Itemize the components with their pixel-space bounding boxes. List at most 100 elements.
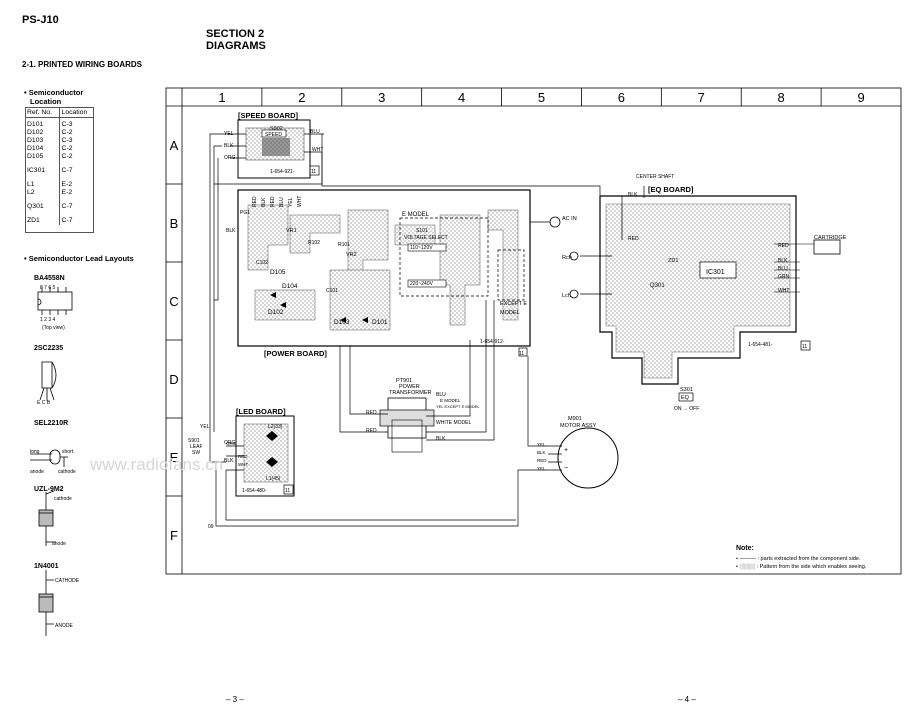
c101-label: C101 <box>326 288 338 294</box>
speed-board <box>230 119 324 179</box>
led-board <box>226 415 295 497</box>
grid-column-label: 1 <box>218 90 225 105</box>
led-board-title: [LED BOARD] <box>236 407 286 416</box>
grid-column-label: 8 <box>778 90 785 105</box>
eq-wire-red: RED <box>778 243 789 249</box>
zd1-label: ZD1 <box>668 258 678 264</box>
except-e-label: EXCEPT E <box>500 301 527 307</box>
location-value: E-2 <box>61 181 73 188</box>
ref-cell: IC301 <box>25 161 60 175</box>
ref-cell: ZD1 <box>25 211 60 225</box>
pg1-pin-label: YEL <box>288 197 294 207</box>
model-name: PS-J10 <box>22 14 59 26</box>
motor-wire-yel: YEL <box>537 442 546 447</box>
page-number-left: – 3 – <box>226 695 244 704</box>
location-group: IC301 C-7 <box>25 161 94 175</box>
part-1n4001: 1N4001 <box>34 563 59 570</box>
grid-row-label: C <box>169 294 178 309</box>
ba4558n-view-note: (Top view) <box>42 325 65 331</box>
section-subtitle: DIAGRAMS <box>206 40 266 52</box>
transformer-yel-except: YEL EXCEPT E MODEL <box>436 404 480 409</box>
vr2-label: VR2 <box>346 252 357 258</box>
motor-wire-blk: BLK <box>537 450 546 455</box>
ref-no: L1 <box>27 181 35 188</box>
grid-column-label: 5 <box>538 90 545 105</box>
note-line-1: • ——— : parts extracted from the compone… <box>736 556 861 562</box>
e-model-label: E MODEL <box>402 212 430 218</box>
eq-board-title: [EQ BOARD] <box>648 185 694 194</box>
part-ba4558n: BA4558N <box>34 275 65 282</box>
voltage-select-label: VOLTAGE SELECT <box>404 235 448 241</box>
speed-switch-label: SPEED <box>265 132 282 138</box>
location-value: E-2 <box>61 189 73 196</box>
svg-text:−: − <box>564 465 568 472</box>
transformer-e-model: E MODEL <box>440 398 461 403</box>
pg1-pin-label: RED <box>252 196 258 207</box>
motor-wire-yel2: YEL <box>537 466 546 471</box>
1n4001-anode: ANODE <box>55 623 73 629</box>
location-value: C-2 <box>61 145 73 152</box>
s901-label: S901 <box>188 438 200 444</box>
diode-icon <box>38 570 54 636</box>
location-value: C-2 <box>61 129 73 136</box>
motor-assy-label: MOTOR ASSY <box>560 423 597 429</box>
zener-icon <box>38 490 56 546</box>
transformer-blu: BLU <box>436 392 446 398</box>
rch-label: Rch <box>562 255 572 261</box>
ref-no: IC301 <box>27 167 46 174</box>
led-board-sub: 11 <box>285 488 290 494</box>
misc-label: 09 <box>208 524 214 530</box>
pg1-pin-label: RED <box>270 196 276 207</box>
grid-row-label: B <box>170 216 179 231</box>
pg1-pin-label: WHT <box>297 196 303 207</box>
pt901-label: PT901 <box>396 378 412 384</box>
ac-in-label: AC IN <box>562 216 577 222</box>
leaf-wire-blk: BLK <box>224 458 234 464</box>
q301-label: Q301 <box>650 283 665 289</box>
voltage-110-label: 110~120V <box>410 245 433 251</box>
transformer-line1: POWER <box>399 384 420 390</box>
note-line-2: • ░░░░ : Pattern from the side which ena… <box>736 563 867 570</box>
part-uzl-9m2: UZL-9M2 <box>34 486 64 493</box>
page-number-right: – 4 – <box>678 695 696 704</box>
speed-wire-blk: BLK <box>224 143 234 149</box>
speed-wire-blu: BLU <box>310 129 320 135</box>
lch-label: Lch <box>562 293 571 299</box>
d101-label: D101 <box>372 319 388 326</box>
m901-label: M901 <box>568 416 582 422</box>
subsection-title: 2-1. PRINTED WIRING BOARDS <box>22 60 143 69</box>
watermark: www.radiofans.cn <box>89 455 223 474</box>
location-value: C-7 <box>61 217 73 224</box>
note-title: Note: <box>736 545 754 552</box>
grid-column-label: 7 <box>698 90 705 105</box>
ref-no: ZD1 <box>27 217 40 224</box>
eq-board <box>569 186 841 402</box>
led-board-part-no: 1-654-480- <box>242 488 267 494</box>
2sc2235-pins: E C B <box>37 400 51 406</box>
leaf-wire-org: ORG <box>224 440 236 446</box>
sw-label: SW <box>192 450 200 456</box>
lead-layout-drawings <box>30 287 73 636</box>
leaf-wire-yel: YEL <box>200 424 210 430</box>
sel-anode: anode <box>30 469 44 475</box>
pg1-pin-label: BLK <box>261 197 267 207</box>
location-value: C-7 <box>61 203 73 210</box>
part-2sc2235: 2SC2235 <box>34 345 64 352</box>
part-sel2210r: SEL2210R <box>34 420 69 427</box>
voltage-220-label: 220~240V <box>410 281 434 287</box>
d104-label: D104 <box>282 283 298 290</box>
ref-no: L2 <box>27 189 35 196</box>
eq-wire-blk: BLK <box>778 258 788 264</box>
led-icon <box>30 449 68 467</box>
motor-wire-red: RED <box>537 458 547 463</box>
c102-label: C102 <box>256 260 268 266</box>
loc-cell: C-7 <box>59 161 94 175</box>
col-ref: Ref. No. <box>25 108 60 118</box>
transformer-line2: TRANSFORMER <box>389 390 432 396</box>
grid-column-label: 3 <box>378 90 385 105</box>
